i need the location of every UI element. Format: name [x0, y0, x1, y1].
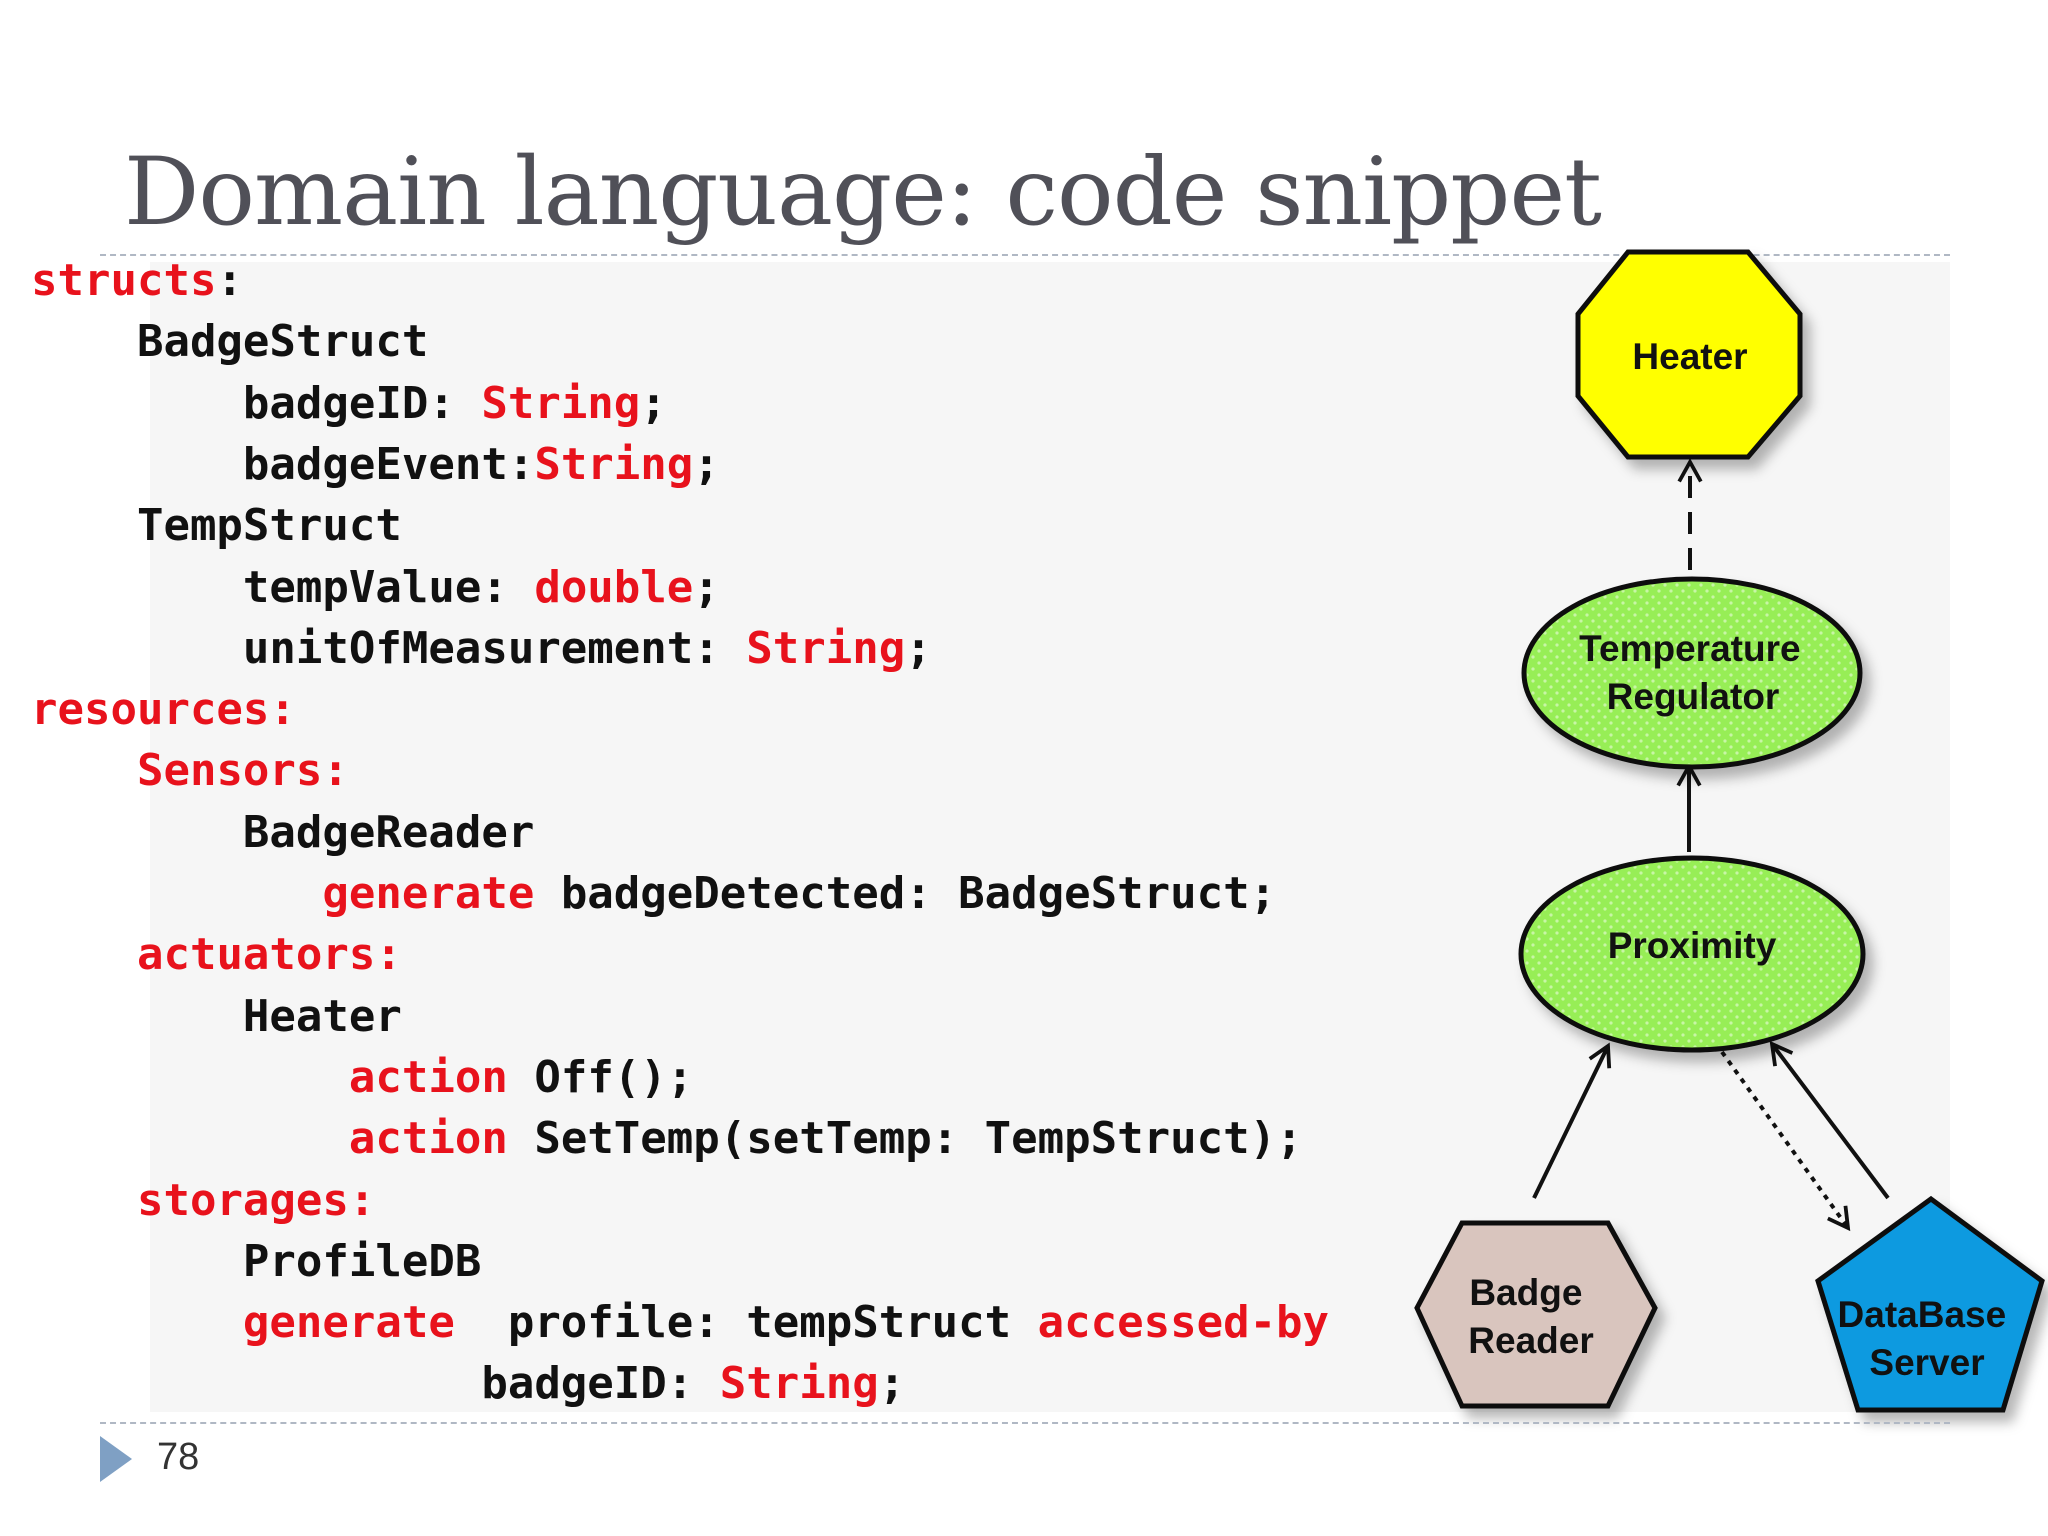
code-line: action Off();: [31, 1048, 693, 1108]
code-keyword: structs: [31, 255, 217, 306]
node-heater: [1575, 249, 1803, 460]
code-keyword: resources:: [31, 684, 296, 736]
code-line: Heater: [31, 987, 402, 1047]
code-text: badgeID:: [31, 377, 482, 429]
code-text: badgeDetected: BadgeStruct;: [534, 868, 1277, 919]
code-keyword: action: [348, 1051, 508, 1103]
play-triangle-icon: [100, 1436, 132, 1482]
code-text: ;: [693, 561, 720, 613]
code-keyword: generate: [242, 1297, 455, 1349]
edge-proximity-to-database: [1720, 1050, 1851, 1232]
code-line: storages:: [31, 1171, 375, 1231]
code-text: badgeID:: [31, 1358, 720, 1410]
code-keyword: action: [348, 1113, 508, 1165]
edge-badgereader-to-proximity: [1532, 1042, 1612, 1199]
title-divider: [100, 254, 1950, 256]
node-badge-reader: [1414, 1220, 1658, 1409]
code-text: BadgeReader: [31, 806, 535, 858]
page-number: 78: [157, 1436, 200, 1478]
code-line: badgeID: String;: [31, 1354, 905, 1414]
code-line: ProfileDB: [31, 1232, 481, 1292]
code-line: badgeEvent:String;: [31, 435, 720, 495]
code-text: Off();: [507, 1051, 694, 1103]
code-text: BadgeStruct: [31, 316, 429, 368]
code-text: Heater: [31, 990, 402, 1042]
badge-reader-label: Badge Reader: [1468, 1272, 1593, 1361]
footer-divider: [100, 1422, 1950, 1424]
code-keyword: String: [534, 438, 694, 490]
temperature-regulator-label: Temperature Regulator: [1579, 628, 1811, 717]
code-text: :: [216, 255, 243, 306]
code-line: TempStruct: [31, 496, 402, 556]
code-text: ProfileDB: [31, 1235, 482, 1287]
code-keyword: accessed-by: [1037, 1297, 1330, 1349]
code-keyword: generate: [322, 868, 535, 919]
code-text: tempValue:: [31, 561, 535, 613]
code-keyword: String: [746, 622, 906, 674]
code-line: tempValue: double;: [31, 558, 720, 618]
code-line: structs:: [31, 251, 243, 311]
code-line: BadgeReader: [31, 803, 534, 863]
code-text: ;: [878, 1358, 906, 1410]
code-line: badgeID: String;: [31, 374, 667, 434]
code-keyword: actuators:: [136, 929, 402, 981]
heater-shape: [1575, 249, 1803, 460]
code-line: Sensors:: [31, 741, 349, 801]
code-keyword: double: [534, 561, 694, 613]
code-keyword: String: [481, 377, 641, 429]
code-text: badgeEvent:: [31, 438, 535, 490]
code-keyword: storages:: [136, 1174, 376, 1226]
code-line: BadgeStruct: [31, 312, 428, 372]
node-temperature-regulator: [1521, 576, 1863, 770]
code-text: SetTemp(setTemp: TempStruct);: [507, 1113, 1303, 1165]
slide-title: Domain language: code snippet: [124, 138, 1602, 247]
code-text: profile: tempStruct: [454, 1297, 1038, 1349]
proximity-label: Proximity: [1608, 925, 1777, 966]
node-database-server: [1815, 1195, 2045, 1413]
code-text: ;: [693, 438, 720, 490]
code-keyword: String: [719, 1358, 879, 1410]
database-server-label: DataBase Server: [1838, 1294, 2017, 1383]
code-text: ;: [640, 377, 667, 429]
code-line: actuators:: [31, 925, 402, 985]
code-line: unitOfMeasurement: String;: [31, 619, 932, 679]
edge-database-to-proximity: [1769, 1040, 1890, 1200]
heater-label: Heater: [1632, 336, 1747, 377]
code-text: TempStruct: [31, 500, 402, 552]
code-line: generate profile: tempStruct accessed-by: [31, 1293, 1329, 1353]
code-line: action SetTemp(setTemp: TempStruct);: [31, 1109, 1303, 1169]
code-text: ;: [905, 622, 932, 674]
node-proximity: [1518, 855, 1866, 1053]
code-keyword: Sensors:: [136, 745, 349, 797]
code-line: generate badgeDetected: BadgeStruct;: [31, 864, 1276, 924]
code-line: resources:: [31, 680, 296, 740]
code-text: unitOfMeasurement:: [31, 622, 747, 674]
